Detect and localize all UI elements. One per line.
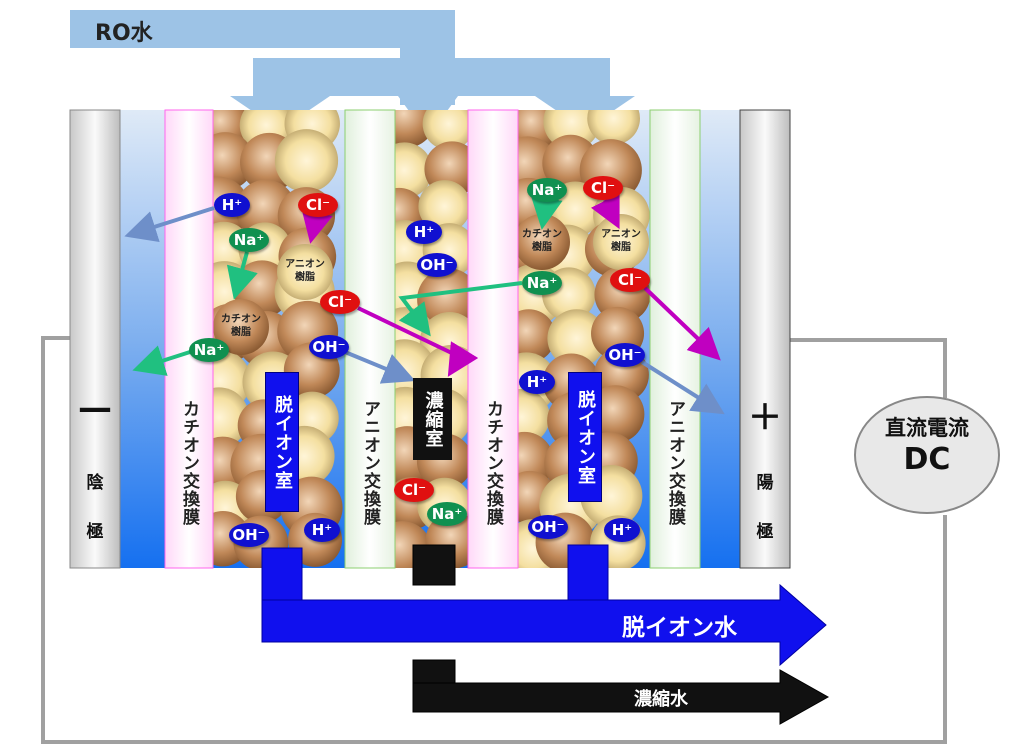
oh-ion: OH⁻	[605, 343, 645, 367]
cl-ion: Cl⁻	[583, 176, 623, 200]
dc-power-sub: DC	[903, 442, 951, 477]
dc-power-label: 直流電流	[885, 416, 969, 440]
na-ion: Na⁺	[229, 228, 269, 252]
resin-bead	[547, 309, 606, 368]
resin-label: アニオン樹脂	[285, 259, 325, 283]
cl-ion-arrow	[357, 306, 479, 377]
h-ion: H⁺	[519, 370, 555, 394]
oh-ion: OH⁻	[229, 523, 269, 547]
deionized-water-outflow	[261, 544, 827, 667]
oh-ion: OH⁻	[309, 335, 349, 359]
h-ion-arrow	[124, 206, 215, 242]
cation-membrane-label: カチオン交換膜	[483, 400, 503, 526]
cation-membrane-2	[467, 109, 519, 569]
na-ion: Na⁺	[527, 178, 567, 202]
resin-bead	[274, 129, 339, 193]
na-ion: Na⁺	[427, 502, 467, 526]
cl-ion: Cl⁻	[298, 193, 338, 217]
anode-label-2: 極	[756, 522, 774, 542]
cl-ion-arrow	[301, 209, 333, 244]
oh-ion: OH⁻	[528, 515, 568, 539]
oh-ion-arrow	[640, 360, 725, 415]
na-ion-arrow	[530, 195, 563, 230]
resin-bead	[422, 110, 475, 150]
deionized-water-label: 脱イオン水	[622, 615, 737, 641]
na-ion-arrow	[226, 251, 258, 300]
cathode-sign: —	[78, 388, 112, 428]
concentrate-water-label: 濃縮水	[634, 689, 688, 710]
cl-ion: Cl⁻	[320, 290, 360, 314]
resin-bead	[543, 110, 601, 150]
resin-bead	[418, 180, 471, 233]
resin-bead	[587, 110, 640, 145]
na-ion-arrow	[132, 345, 191, 376]
cl-ion: Cl⁻	[394, 478, 434, 502]
na-ion: Na⁺	[189, 338, 229, 362]
deionization-chamber-label: 脱イオン室	[265, 372, 299, 512]
cl-ion-arrow	[590, 193, 620, 230]
h-ion: H⁺	[214, 193, 250, 217]
concentrate-outflow	[412, 544, 830, 725]
resin-bead	[417, 268, 480, 331]
resin-bead	[213, 299, 269, 355]
circuit-wire	[41, 336, 947, 744]
h-ion: H⁺	[304, 518, 340, 542]
cathode-electrode	[69, 109, 121, 569]
cl-ion-arrow	[643, 286, 721, 361]
cathode-label-1: 陰	[86, 473, 104, 493]
oh-ion: OH⁻	[417, 253, 457, 277]
na-ion: Na⁺	[522, 271, 562, 295]
na-ion-arrow	[398, 281, 523, 337]
anion-membrane-label: アニオン交換膜	[665, 400, 685, 526]
resin-label: カチオン樹脂	[522, 229, 562, 253]
cation-membrane-label: カチオン交換膜	[179, 400, 199, 526]
ro-water-inflow-pipe	[70, 10, 635, 137]
dc-power-source	[854, 396, 1000, 514]
resin-bead	[213, 387, 250, 448]
anode-electrode	[739, 109, 791, 569]
resin-bead	[277, 244, 333, 300]
resin-label: アニオン樹脂	[601, 229, 641, 253]
h-ion: H⁺	[604, 518, 640, 542]
ro-water-label: RO水	[95, 21, 153, 46]
deionization-chamber-label: 脱イオン室	[568, 372, 602, 502]
resin-label: カチオン樹脂	[221, 314, 261, 338]
cl-ion: Cl⁻	[610, 268, 650, 292]
anion-membrane-label: アニオン交換膜	[360, 400, 380, 526]
anion-membrane-1	[344, 109, 396, 569]
anode-label-1: 陽	[756, 473, 774, 493]
resin-bead	[213, 132, 255, 191]
h-ion: H⁺	[406, 220, 442, 244]
concentrate-chamber-label: 濃縮室	[413, 378, 452, 460]
cathode-label-2: 極	[86, 522, 104, 542]
anode-sign: ＋	[748, 398, 782, 438]
oh-ion-arrow	[344, 350, 416, 384]
